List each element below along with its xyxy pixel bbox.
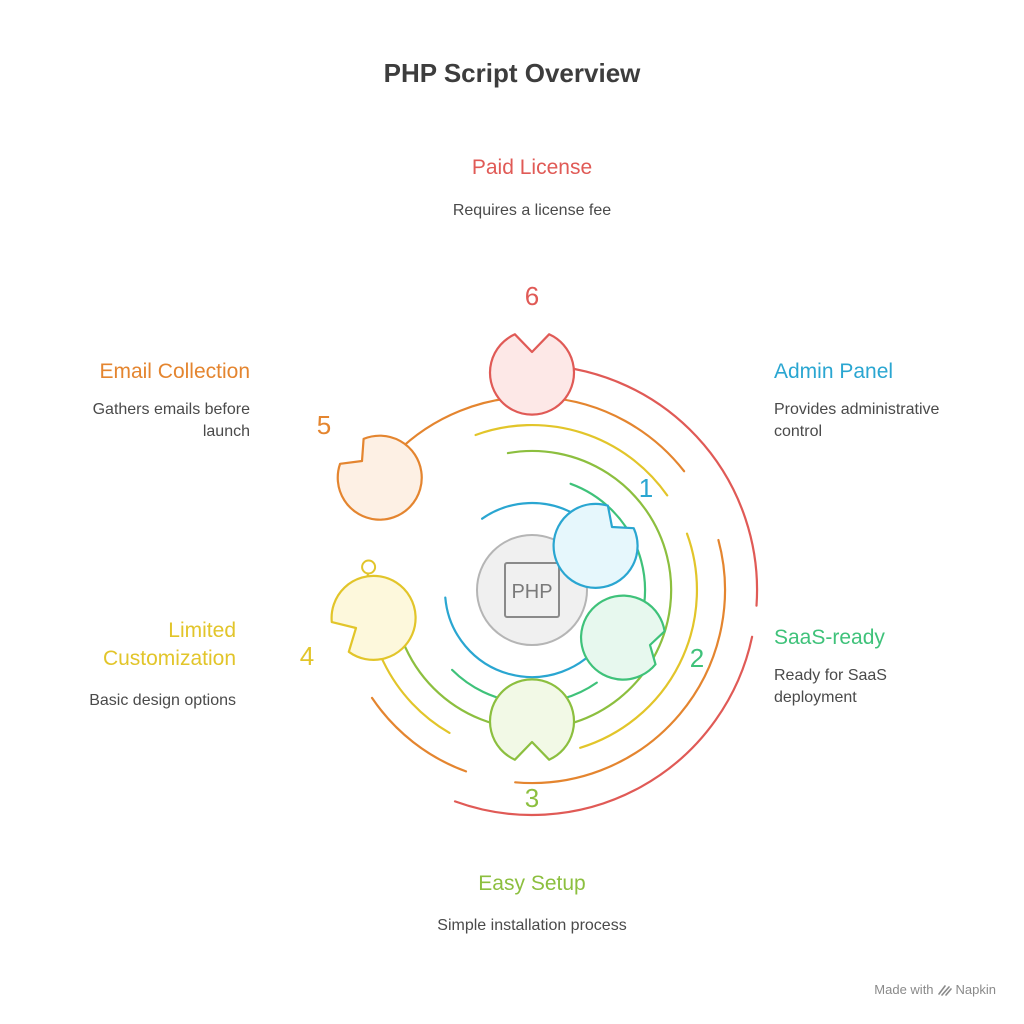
step-5-bubble-shape: [336, 434, 423, 521]
step-6-title: Paid License: [471, 156, 593, 179]
step-4-description: Basic design options: [89, 692, 236, 709]
step-1-description: Provides administrative control: [774, 401, 940, 440]
step-3-description: Simple installation process: [437, 917, 627, 934]
ring-6-arc: [530, 363, 759, 607]
step-4-title: Limited Customization: [102, 619, 236, 670]
step-6-bubble: 6: [488, 281, 576, 416]
ring-4-marker: [361, 559, 377, 575]
ring-1-arc: [481, 501, 577, 520]
step-4-bubble: 4: [300, 574, 417, 671]
footer-brand: Napkin: [955, 982, 996, 997]
step-2-bubble-shape: [580, 594, 666, 681]
footer-prefix: Made with: [874, 982, 934, 997]
step-4-number: 4: [300, 641, 314, 671]
step-5-title: Email Collection: [99, 360, 250, 383]
php-icon: [504, 562, 560, 618]
step-3-title: Easy Setup: [478, 872, 586, 895]
step-5-description: Gathers emails before launch: [92, 401, 250, 440]
ring-4-arc: [579, 532, 698, 749]
step-3-bubble: 3: [488, 678, 576, 813]
step-3-bubble-shape: [488, 678, 576, 761]
napkin-logo-icon: [937, 984, 952, 996]
step-1-title: Admin Panel: [774, 360, 894, 383]
step-2-title: SaaS-ready: [774, 626, 885, 649]
step-1-bubble-shape: [552, 502, 639, 589]
step-2-number: 2: [690, 643, 704, 673]
step-6-bubble-shape: [488, 333, 576, 416]
php-icon-label: PHP: [511, 581, 552, 603]
ring-1-arc: [444, 596, 605, 679]
ring-5-arc: [370, 696, 468, 773]
step-1-number: 1: [639, 473, 653, 503]
step-3-number: 3: [525, 783, 539, 813]
step-6-description: Requires a license fee: [452, 202, 612, 219]
ring-3-arc: [506, 449, 673, 724]
step-2-bubble: 2: [580, 594, 704, 681]
ring-5-arc: [514, 538, 727, 785]
step-6-number: 6: [525, 281, 539, 311]
ring-4-arc: [474, 423, 669, 497]
step-1-bubble: 1: [552, 473, 653, 589]
step-2-description: Ready for SaaS deployment: [774, 667, 887, 706]
step-4-bubble-shape: [330, 574, 417, 661]
ring-6-arc: [453, 635, 754, 817]
page-title: PHP Script Overview: [383, 58, 641, 88]
step-5-number: 5: [317, 410, 331, 440]
step-bubbles: 1 2 3 4 5 6: [300, 281, 704, 813]
footer-attribution: Made with Napkin: [874, 982, 996, 997]
step-5-bubble: 5: [317, 410, 423, 521]
